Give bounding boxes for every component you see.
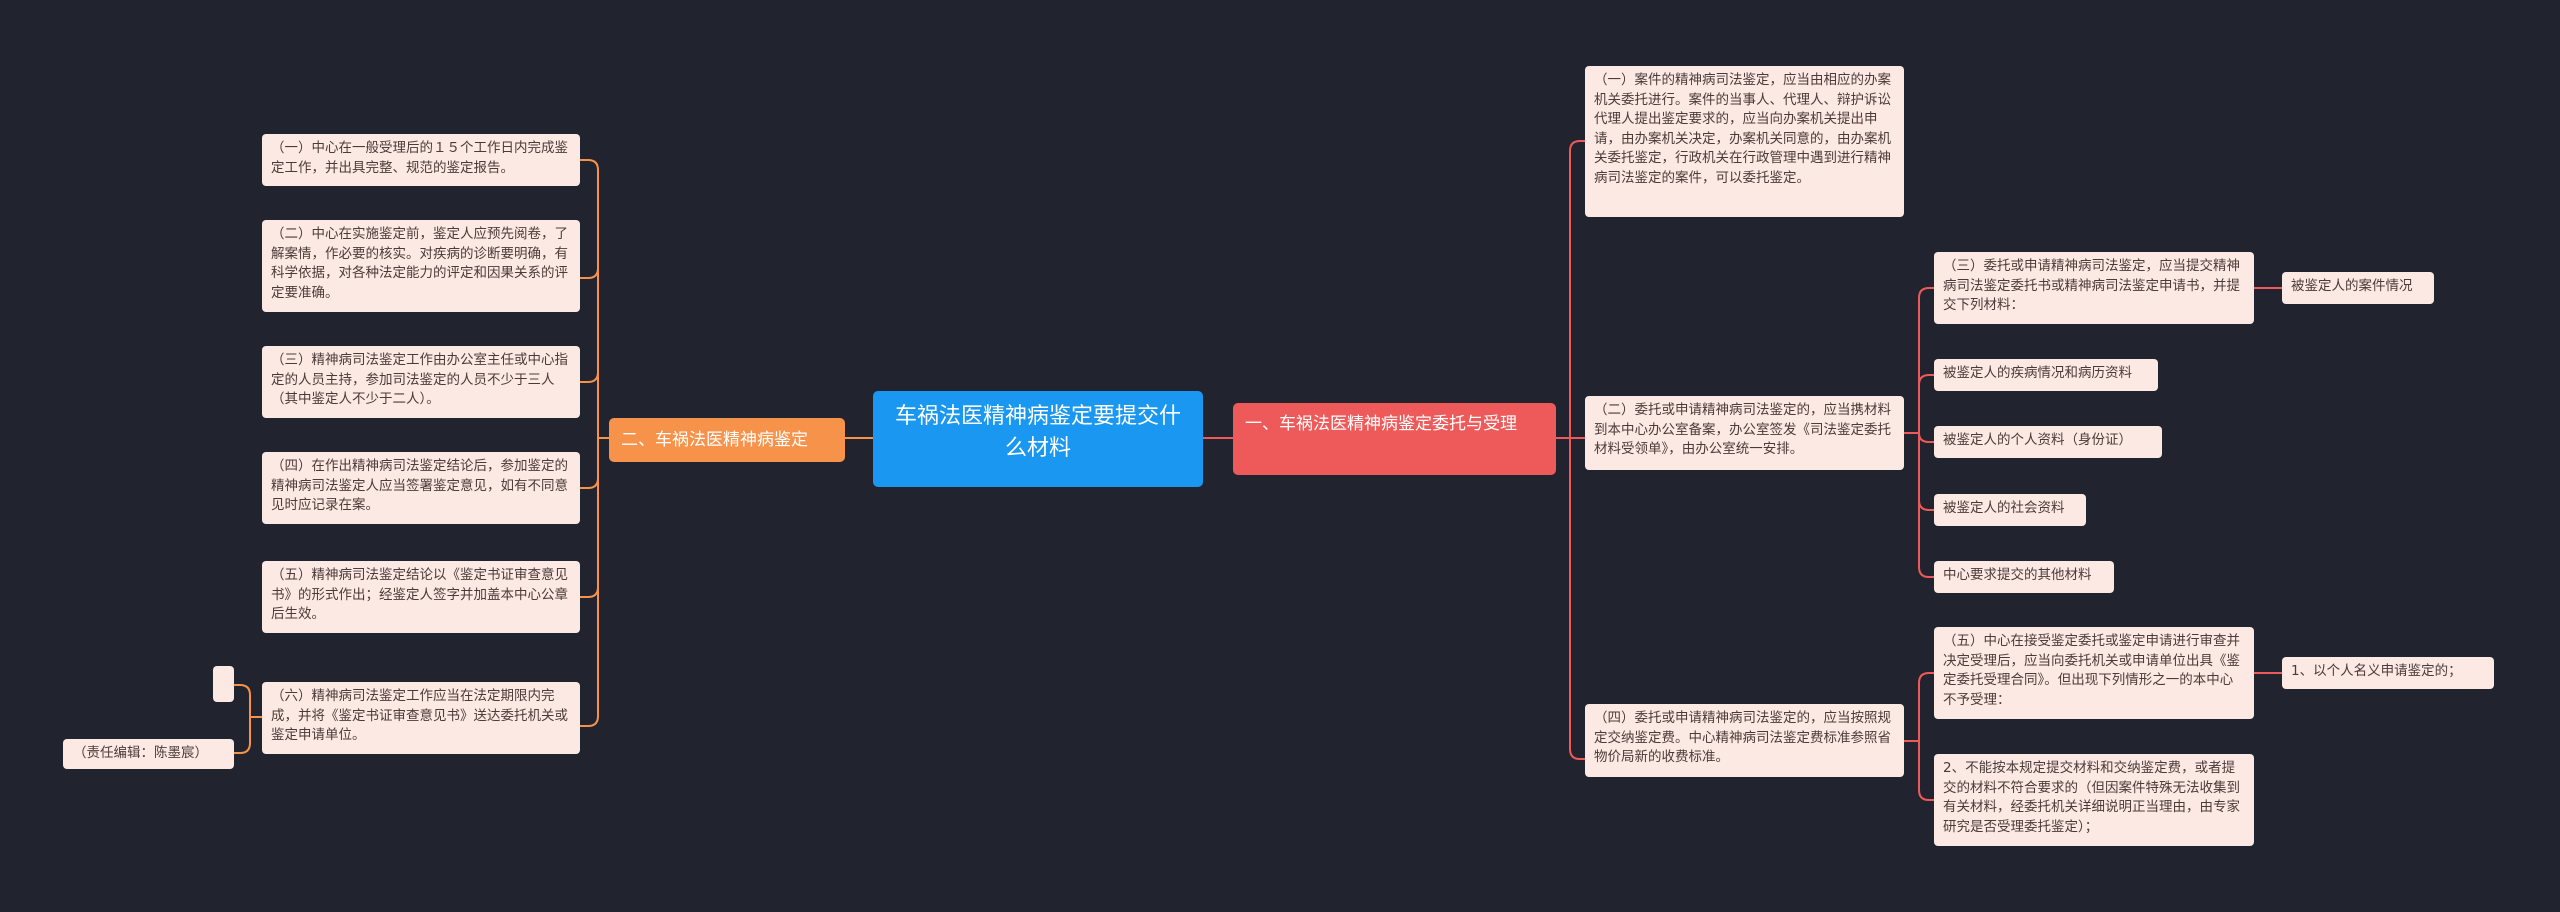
- left-item-2[interactable]: （二）中心在实施鉴定前，鉴定人应预先阅卷，了解案情，作必要的核实。对疾病的诊断要…: [262, 220, 580, 312]
- edge-item2-fan: [1904, 287, 1934, 578]
- material-4[interactable]: 中心要求提交的其他材料: [1934, 561, 2114, 593]
- right-item-4[interactable]: （四）委托或申请精神病司法鉴定的，应当按照规定交纳鉴定费。中心精神病司法鉴定费标…: [1585, 704, 1904, 777]
- branch-identification[interactable]: 二、车祸法医精神病鉴定: [609, 418, 845, 462]
- material-1[interactable]: 被鉴定人的疾病情况和病历资料: [1934, 359, 2158, 391]
- root-topic[interactable]: 车祸法医精神病鉴定要提交什么材料: [873, 391, 1203, 487]
- right-item-1[interactable]: （一）案件的精神病司法鉴定，应当由相应的办案机关委托进行。案件的当事人、代理人、…: [1585, 66, 1904, 217]
- edge-left-4: [580, 477, 599, 489]
- edge-left-trunk: [580, 159, 609, 727]
- edge-item6-fan: [234, 684, 262, 754]
- right-item-2[interactable]: （二）委托或申请精神病司法鉴定的，应当携材料到本中心办公室备案，办公室签发《司法…: [1585, 396, 1904, 470]
- right-item-6[interactable]: 2、不能按本规定提交材料和交纳鉴定费，或者提交的材料不符合要求的（但因案件特殊无…: [1934, 754, 2254, 846]
- right-item-3-child[interactable]: 被鉴定人的案件情况: [2282, 272, 2434, 304]
- material-3[interactable]: 被鉴定人的社会资料: [1934, 494, 2086, 526]
- empty-node[interactable]: [213, 666, 234, 702]
- right-item-5[interactable]: （五）中心在接受鉴定委托或鉴定申请进行审查并决定受理后，应当向委托机关或申请单位…: [1934, 627, 2254, 719]
- edge-right-trunk: [1556, 140, 1585, 760]
- material-2[interactable]: 被鉴定人的个人资料（身份证）: [1934, 426, 2162, 458]
- left-item-5[interactable]: （五）精神病司法鉴定结论以《鉴定书证审查意见书》的形式作出；经鉴定人签字并加盖本…: [262, 561, 580, 633]
- left-item-3[interactable]: （三）精神病司法鉴定工作由办公室主任或中心指定的人员主持，参加司法鉴定的人员不少…: [262, 346, 580, 418]
- edge-left-5: [580, 586, 599, 598]
- edge-item4-fan: [1904, 672, 1934, 801]
- edge-item2-m3: [1918, 499, 1934, 511]
- edge-item2-m2: [1918, 432, 1934, 443]
- editor-credit[interactable]: （责任编辑：陈墨宸）: [63, 739, 234, 769]
- edge-left-3: [580, 371, 599, 383]
- branch-entrustment[interactable]: 一、车祸法医精神病鉴定委托与受理: [1233, 403, 1556, 475]
- right-item-3[interactable]: （三）委托或申请精神病司法鉴定，应当提交精神病司法鉴定委托书或精神病司法鉴定申请…: [1934, 252, 2254, 324]
- edge-left-2: [580, 267, 599, 279]
- left-item-4[interactable]: （四）在作出精神病司法鉴定结论后，参加鉴定的精神病司法鉴定人应当签署鉴定意见，如…: [262, 452, 580, 524]
- edge-item2-m1: [1918, 374, 1934, 386]
- left-item-1[interactable]: （一）中心在一般受理后的１５个工作日内完成鉴定工作，并出具完整、规范的鉴定报告。: [262, 134, 580, 186]
- right-item-5-child[interactable]: 1、以个人名义申请鉴定的；: [2282, 657, 2494, 689]
- left-item-6[interactable]: （六）精神病司法鉴定工作应当在法定期限内完成，并将《鉴定书证审查意见书》送达委托…: [262, 682, 580, 754]
